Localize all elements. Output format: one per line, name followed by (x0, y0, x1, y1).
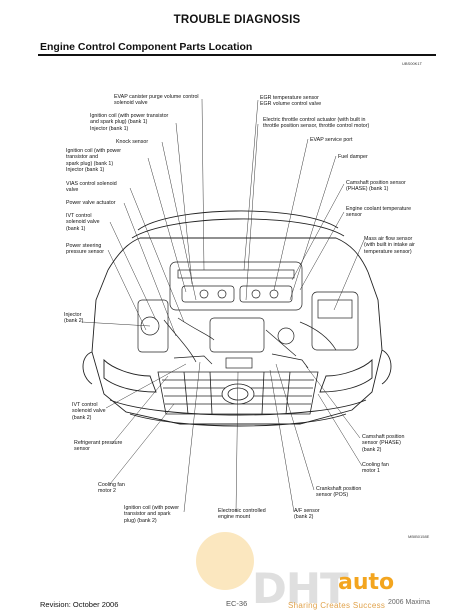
watermark-tagline: Sharing Creates Success (288, 601, 386, 610)
footer-revision: Revision: October 2006 (40, 600, 119, 609)
watermark-word: auto (338, 570, 395, 595)
label-camshaft-sensor-bank1: Camshaft position sensor (PHASE) (bank 1… (346, 180, 406, 193)
label-ignition-coil-bank1-mid: Ignition coil (with power transistor and… (66, 148, 122, 174)
car-body-outline (82, 210, 392, 427)
section-title: Engine Control Component Parts Location (40, 41, 253, 53)
label-ivt-solenoid-bank2: IVT control solenoid valve (bank 2) (72, 402, 106, 421)
label-coolant-temp-sensor: Engine coolant temperature sensor (346, 206, 412, 219)
label-ignition-coil-bank1-top: Ignition coil (with power transistor and… (90, 113, 169, 132)
label-camshaft-sensor-bank2: Camshaft position sensor (PHASE) (bank 2… (362, 434, 405, 453)
footer-model: 2006 Maxima (388, 599, 431, 606)
label-refrigerant-sensor: Refrigerant pressure sensor (74, 440, 123, 453)
label-ivt-solenoid-bank1: IVT control solenoid valve (bank 1) (66, 213, 100, 232)
label-evap-purge-valve: EVAP canister purge volume control solen… (114, 94, 199, 107)
label-ignition-coil-bank2: Ignition coil (with power transistor and… (124, 505, 180, 524)
engine-components (137, 261, 359, 369)
label-fuel-damper: Fuel damper (338, 154, 368, 160)
label-mass-air-flow-sensor: Mass air flow sensor (with built in inta… (364, 236, 415, 255)
label-evap-service-port: EVAP service port (310, 137, 353, 143)
label-engine-mount: Electronic controlled engine mount (218, 508, 266, 521)
watermark-circle (196, 532, 254, 590)
label-knock-sensor: Knock sensor (116, 139, 149, 145)
label-cooling-fan-2: Cooling fan motor 2 (98, 482, 125, 495)
watermark-logo: DHT (252, 564, 349, 613)
label-vias-solenoid: VIAS control solenoid valve (66, 181, 117, 194)
label-egr-sensor-valve: EGR temperature sensor EGR volume contro… (260, 95, 322, 108)
leader-lines (81, 98, 365, 513)
label-injector-bank2: Injector (bank 2) (64, 312, 84, 325)
label-throttle-actuator: Electric throttle control actuator (with… (263, 117, 370, 130)
label-power-valve-actuator: Power valve actuator (66, 200, 116, 206)
footer-page-number: EC-36 (226, 599, 248, 608)
page-header-title: TROUBLE DIAGNOSIS (173, 14, 301, 26)
grille (157, 371, 319, 415)
label-cooling-fan-1: Cooling fan motor 1 (362, 462, 389, 475)
label-power-steering-sensor: Power steering pressure sensor (66, 243, 104, 256)
label-crankshaft-sensor: Crankshaft position sensor (POS) (316, 486, 362, 499)
figure-code: MBIB0158E (408, 534, 430, 539)
section-code: UBS00K1T (402, 61, 423, 66)
section-rule (38, 54, 436, 56)
label-af-sensor-bank2: A/F sensor (bank 2) (294, 508, 320, 521)
